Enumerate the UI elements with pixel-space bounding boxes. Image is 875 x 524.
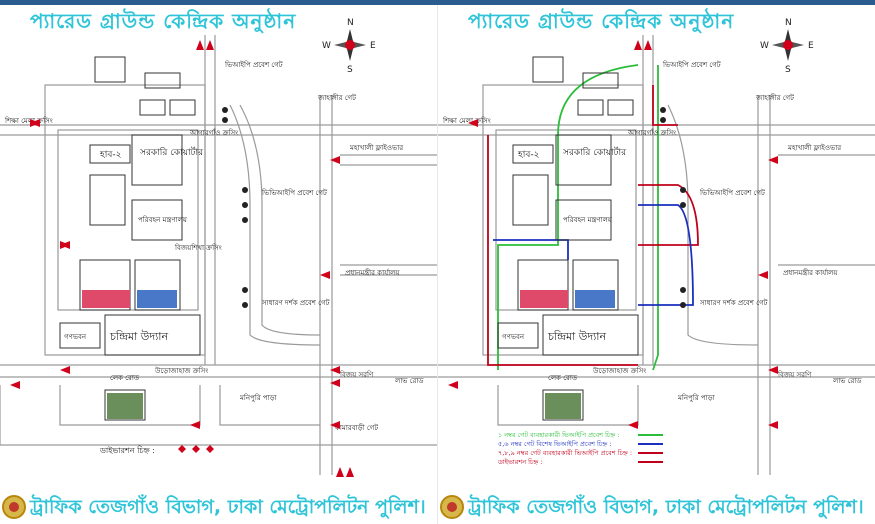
- panel-divider: [437, 5, 438, 524]
- label-chandrima: চন্দ্রিমা উদ্যান: [109, 330, 169, 343]
- compass-icon: N S E W: [322, 18, 376, 75]
- label-khamarbari: কামারবাড়ী গেট: [334, 423, 378, 432]
- label-gate: জাহাঙ্গীর গেট: [755, 93, 794, 102]
- building-images: [82, 290, 177, 419]
- top-border: [0, 0, 875, 5]
- label-lat-road: লাভ রোড: [394, 377, 424, 385]
- legend-right: ১ নম্বর গেট ব্যবহারকারী ভিআইপি প্রবেশ চি…: [497, 430, 663, 466]
- svg-text:S: S: [785, 65, 791, 75]
- label-lake-road: লেক রোড: [110, 374, 140, 382]
- label-poribohon: পরিবহন মন্ত্রণালয়: [563, 216, 613, 224]
- label-gonobhaban: গণভবন: [502, 333, 525, 341]
- gate-markers: [222, 107, 248, 308]
- label-sadharon: সাধারণ দর্শক প্রবেশ গেট: [261, 298, 330, 307]
- label-sadharon: সাধারণ দর্শক প্রবেশ গেট: [699, 298, 768, 307]
- label-entry-gate: ভিআইপি প্রবেশ গেট: [662, 60, 721, 69]
- road-network: [438, 35, 875, 475]
- svg-text:S: S: [347, 65, 353, 75]
- road-network: [0, 35, 437, 475]
- map-panel-right: প্যারেড গ্রাউন্ড কেন্দ্রিক অনুষ্ঠান N S …: [438, 5, 875, 524]
- legend-item-2: ৭,৮,৯ নম্বর গেট ব্যবহারকারী ভিআইপি প্রবে…: [498, 448, 632, 457]
- label-bijoy: বিজয় সরণি: [339, 371, 374, 379]
- map-footer: ট্রাফিক তেজগাঁও বিভাগ, ঢাকা মেট্রোপলিটন …: [30, 496, 426, 518]
- map-right-svg: N S E W: [438, 18, 875, 475]
- svg-text:E: E: [808, 41, 814, 51]
- label-bhip-gate: ভিভিআইপি প্রবেশ গেট: [261, 188, 327, 197]
- label-entry-gate: ভিআইপি প্রবেশ গেট: [224, 60, 283, 69]
- svg-text:W: W: [322, 41, 331, 51]
- svg-text:W: W: [760, 41, 769, 51]
- label-lat-road: লাভ রোড: [832, 377, 862, 385]
- svg-text:N: N: [347, 18, 354, 28]
- label-mohakhali: মহাখালী ফ্লাইওভার: [349, 143, 403, 152]
- police-emblem-icon: [2, 495, 26, 519]
- label-bijoy: বিজয় সরণি: [777, 371, 812, 379]
- buildings: [59, 56, 201, 421]
- map-title-right: প্যারেড গ্রাউন্ড কেন্দ্রিক অনুষ্ঠান: [468, 9, 735, 33]
- legend-item-1: ৫,৬ নম্বর গেট বিশেষ ভিআইপি প্রবেশ চিহ্ন …: [498, 439, 611, 448]
- label-bhip-gate: ভিভিআইপি প্রবেশ গেট: [699, 188, 765, 197]
- diversion-arrows: [448, 40, 778, 429]
- label-manipuri: মনিপুরি পাড়া: [677, 394, 716, 402]
- label-mohakhali: মহাখালী ফ্লাইওভার: [787, 143, 841, 152]
- label-hab2: হাব-২: [99, 150, 122, 160]
- police-emblem-icon: [440, 495, 464, 519]
- label-chandrima: চন্দ্রিমা উদ্যান: [547, 330, 607, 343]
- map-left-svg: N S E W: [0, 18, 437, 477]
- label-agargaon: আগারগাঁও ক্রসিং: [189, 128, 238, 137]
- map-footer-right: ট্রাফিক তেজগাঁও বিভাগ, ঢাকা মেট্রোপলিটন …: [468, 496, 864, 518]
- compass-icon: N S E W: [760, 18, 814, 75]
- label-poribohon: পরিবহন মন্ত্রণালয়: [138, 216, 188, 224]
- diversion-arrows: [10, 40, 354, 477]
- route-lines: [487, 64, 699, 371]
- label-agargaon: আগারগাঁও ক্রসিং: [627, 128, 676, 137]
- label-sorkari: সরকারি কোয়ার্টার: [562, 146, 627, 158]
- label-shikkha: শিক্ষা মেলা ক্রসিং: [442, 117, 491, 125]
- label-gonobhaban: গণভবন: [64, 333, 87, 341]
- legend-item-0: ১ নম্বর গেট ব্যবহারকারী ভিআইপি প্রবেশ চি…: [498, 430, 620, 439]
- label-pm-office: প্রধানমন্ত্রীর কার্যালয়: [783, 268, 838, 277]
- legend-label: ডাইভারশন চিহ্ন :: [99, 446, 155, 455]
- legend-left: ডাইভারশন চিহ্ন :: [99, 445, 214, 455]
- legend-item-3: ডাইভারশন চিহ্ন :: [497, 458, 543, 466]
- svg-text:N: N: [785, 18, 792, 28]
- label-uroj: উড়োজাহাজ ক্রসিং: [592, 366, 646, 375]
- label-lake-road: লেক রোড: [548, 374, 578, 382]
- building-images: [520, 290, 615, 419]
- label-uroj: উড়োজাহাজ ক্রসিং: [154, 366, 208, 375]
- label-gate: জাহাঙ্গীর গেট: [317, 93, 356, 102]
- label-shikkha: শিক্ষা মেলা ক্রসিং: [4, 117, 53, 125]
- label-pm-office: প্রধানমন্ত্রীর কার্যালয়: [345, 268, 400, 277]
- svg-text:E: E: [370, 41, 376, 51]
- label-manipuri: মনিপুরি পাড়া: [239, 394, 278, 402]
- map-panel-left: প্যারেড গ্রাউন্ড কেন্দ্রিক অনুষ্ঠান N S …: [0, 5, 437, 524]
- label-sorkari: সরকারি কোয়ার্টার: [139, 146, 204, 158]
- map-title: প্যারেড গ্রাউন্ড কেন্দ্রিক অনুষ্ঠান: [30, 9, 297, 33]
- buildings: [497, 56, 639, 421]
- gate-markers: [660, 107, 686, 308]
- label-hab2: হাব-২: [517, 150, 540, 160]
- label-bijoyshoroni: বিজয়শিখা ক্রসিং: [174, 244, 222, 252]
